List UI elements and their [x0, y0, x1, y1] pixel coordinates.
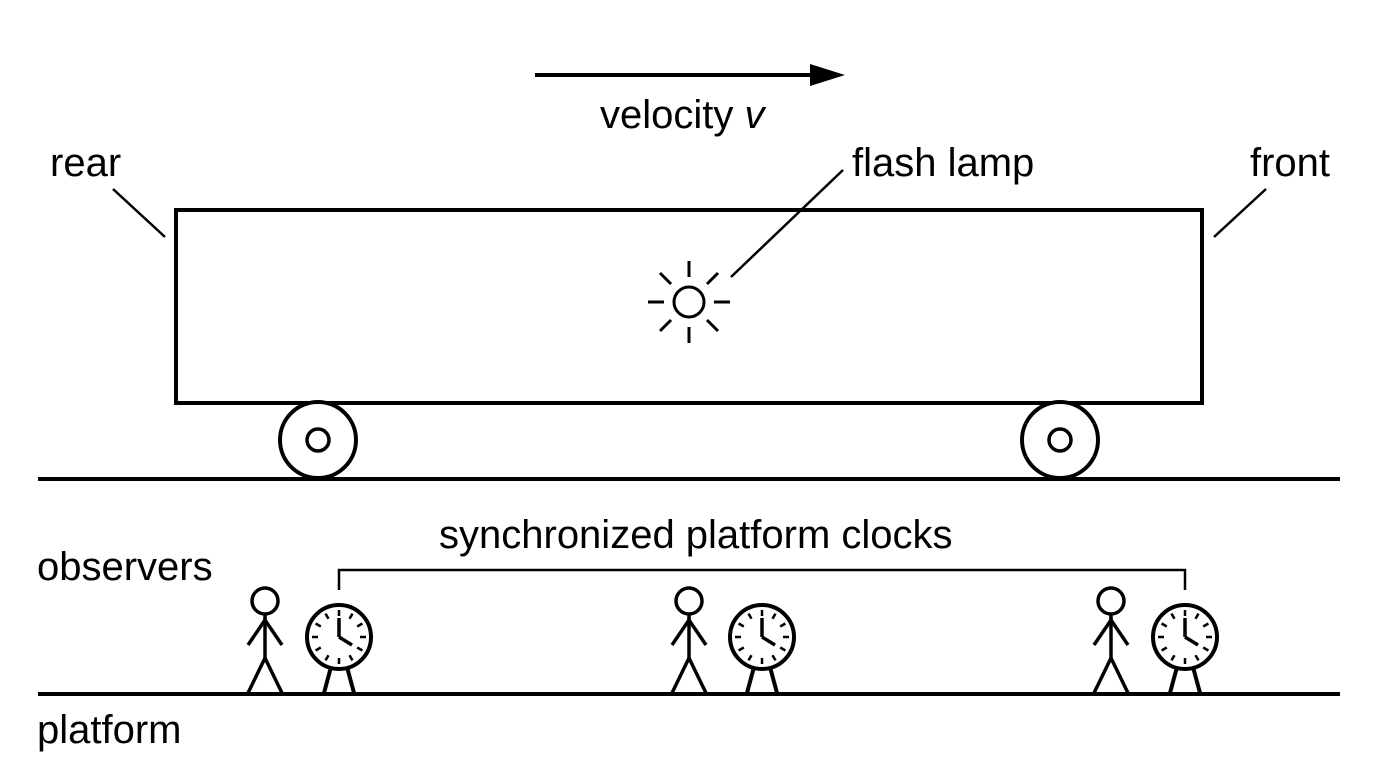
rear-label: rear — [50, 141, 121, 185]
front-leader-line — [1213, 188, 1267, 238]
clock-left-icon — [305, 603, 373, 694]
synchronized-clocks-label: synchronized platform clocks — [439, 513, 953, 557]
train-car — [174, 208, 1204, 405]
front-label: front — [1250, 141, 1330, 185]
clock-middle-icon — [728, 603, 796, 694]
observers-label: observers — [37, 545, 213, 589]
platform-label: platform — [37, 708, 182, 752]
velocity-arrow — [535, 64, 845, 86]
rear-wheel-icon — [278, 400, 358, 480]
observer-right-icon — [1092, 586, 1130, 694]
clock-right-icon — [1151, 603, 1219, 694]
observer-left-icon — [246, 586, 284, 694]
velocity-label: velocity v — [600, 93, 767, 137]
flash-lamp-label: flash lamp — [852, 141, 1034, 185]
rear-leader-line — [112, 188, 166, 238]
clocks-bracket — [337, 568, 1187, 590]
observer-middle-icon — [670, 586, 708, 694]
flash-lamp-icon — [648, 261, 730, 343]
front-wheel-icon — [1020, 400, 1100, 480]
flash-lamp-leader-line — [730, 169, 844, 278]
